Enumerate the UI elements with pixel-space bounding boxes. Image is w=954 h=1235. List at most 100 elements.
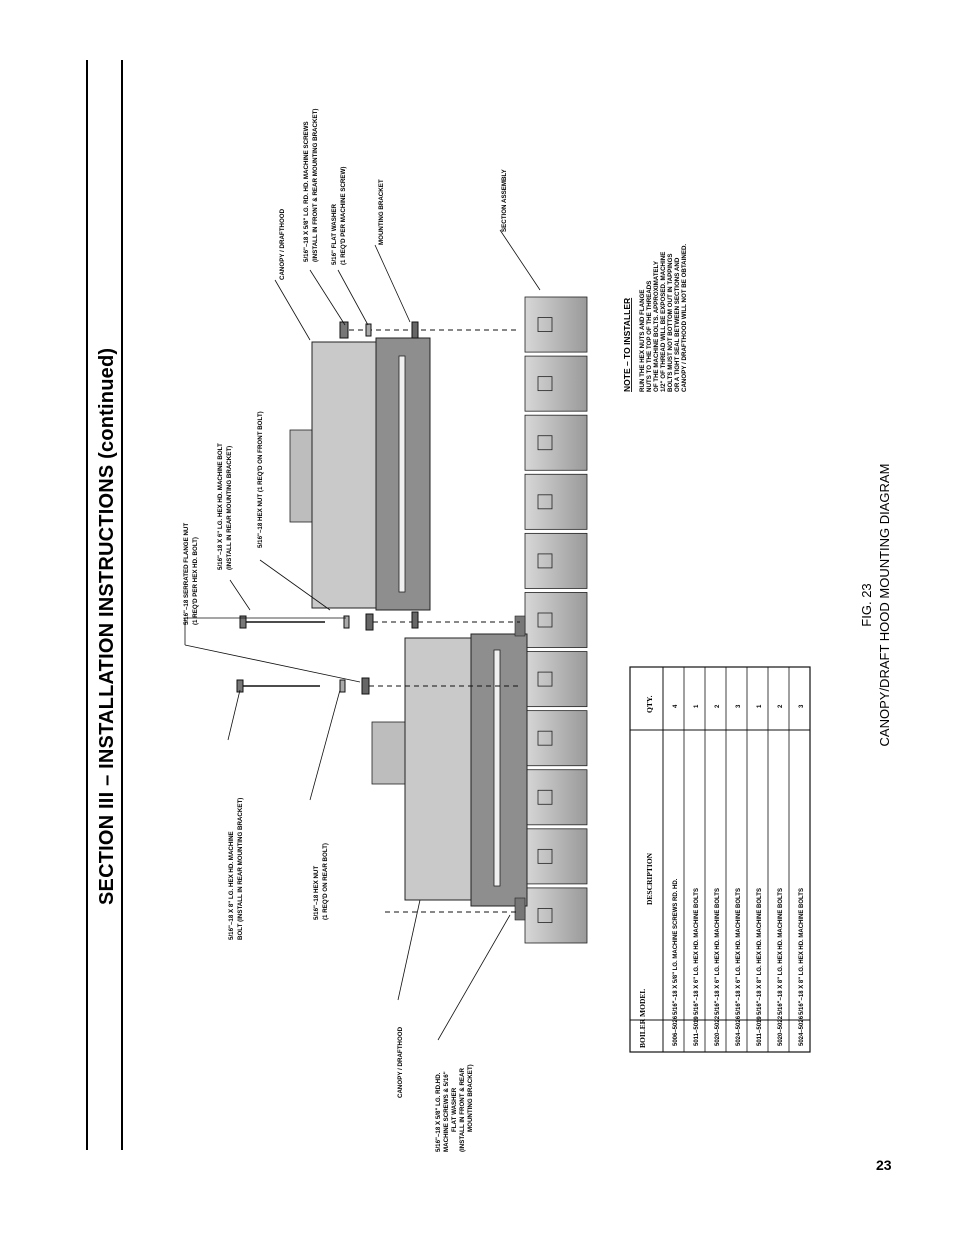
- svg-text:DESCRIPTION: DESCRIPTION: [645, 852, 654, 905]
- table-header-description: DESCRIPTION: [645, 852, 654, 905]
- svg-text:OF THE MACHINE BOLTS. APPROXIM: OF THE MACHINE BOLTS. APPROXIMATELY: [653, 260, 660, 392]
- svg-text:CANOPY / DRAFTHOOD WILL NOT BE: CANOPY / DRAFTHOOD WILL NOT BE OBTAINED.: [681, 244, 688, 392]
- boiler-section: [524, 592, 588, 648]
- svg-text:5/16"–18 HEX NUT (1 REQ'D ON F: 5/16"–18 HEX NUT (1 REQ'D ON FRONT BOLT): [257, 411, 264, 548]
- table-cell-description: 5/16"–18 X 8" LG. HEX HD. MACHINE BOLTS: [757, 888, 763, 1015]
- svg-text:(INSTALL IN REAR MOUNTING BRAC: (INSTALL IN REAR MOUNTING BRACKET): [226, 446, 233, 570]
- boiler-section: [524, 887, 588, 944]
- table-header-boiler-model: BOILER MODEL: [638, 989, 647, 1048]
- svg-text:BOLT (INSTALL IN REAR MOUNTING: BOLT (INSTALL IN REAR MOUNTING BRACKET): [237, 798, 244, 940]
- section-tapping: [537, 671, 553, 687]
- table-cell-description: 5/16"–18 X 6" LG. HEX HD. MACHINE BOLTS: [736, 888, 742, 1015]
- canopy-left: [371, 615, 528, 921]
- svg-text:1/2" OF THREAD WILL BE EXPOSED: 1/2" OF THREAD WILL BE EXPOSED. MACHINE: [660, 252, 667, 392]
- table-cell-description: 5/16"–18 X 6" LG. HEX HD. MACHINE BOLTS: [694, 888, 700, 1015]
- svg-text:FLAT WASHER: FLAT WASHER: [451, 1087, 458, 1132]
- svg-text:MOUNTING BRACKET): MOUNTING BRACKET): [467, 1064, 474, 1132]
- boiler-section: [524, 769, 588, 826]
- svg-text:BOLTS MUST NOT BOTTOM OUT IN T: BOLTS MUST NOT BOTTOM OUT IN TAPPINGS: [667, 253, 674, 392]
- section-tapping: [537, 494, 553, 510]
- section-tapping: [537, 376, 553, 392]
- svg-text:5/16"–18 X 5/8" LG. RD.HD.: 5/16"–18 X 5/8" LG. RD.HD.: [435, 1072, 442, 1152]
- table-cell-qty: 3: [799, 704, 805, 708]
- boiler-section: [524, 355, 588, 412]
- right-margin-rule: [121, 60, 123, 1150]
- callout-canopy-right: CANOPY / DRAFTHOOD: [279, 208, 286, 280]
- svg-text:5/16"–18 HEX NUT: 5/16"–18 HEX NUT: [313, 866, 320, 920]
- section-tapping: [537, 908, 553, 923]
- svg-text:BOILER MODEL: BOILER MODEL: [638, 989, 647, 1048]
- table-cell-description: 5/16"–18 X 8" LG. HEX HD. MACHINE BOLTS: [778, 888, 784, 1015]
- table-cell-model: 5020–5022: [715, 1015, 721, 1046]
- table-cell-qty: 2: [778, 704, 784, 708]
- callout-section-assembly: SECTION ASSEMBLY: [501, 168, 508, 232]
- table-cell-model: 5024–5026: [799, 1015, 805, 1046]
- table-cell-description: 5/16"–18 X 6" LG. HEX HD. MACHINE BOLTS: [715, 888, 721, 1015]
- page-number: 23: [876, 1157, 892, 1173]
- table-cell-model: 5011–5019: [757, 1016, 763, 1046]
- table-cell-qty: 1: [694, 704, 700, 708]
- parts-table: [629, 666, 811, 1053]
- boiler-section: [524, 414, 588, 471]
- callout-leaders: [184, 229, 541, 1041]
- table-cell-qty: 4: [673, 704, 679, 708]
- section-tapping: [537, 789, 553, 805]
- figure-caption: FIG. 23 CANOPY/DRAFT HOOD MOUNTING DIAGR…: [858, 440, 894, 770]
- svg-text:(INSTALL IN FRONT & REAR MOUNT: (INSTALL IN FRONT & REAR MOUNTING BRACKE…: [312, 109, 319, 262]
- table-cell-description: 5/16"–18 X 8" LG. HEX HD. MACHINE BOLTS: [799, 888, 805, 1015]
- section-tapping: [537, 848, 553, 864]
- svg-text:QTY.: QTY.: [645, 695, 654, 713]
- table-header-qty: QTY.: [645, 695, 654, 713]
- figure-title: CANOPY/DRAFT HOOD MOUNTING DIAGRAM: [877, 463, 892, 747]
- svg-text:5/16"–18 X 5/8" LG. RD. HD. MA: 5/16"–18 X 5/8" LG. RD. HD. MACHINE SCRE…: [303, 121, 310, 262]
- callout-hex-nut-front: 5/16"–18 HEX NUT (1 REQ'D ON FRONT BOLT): [257, 411, 264, 548]
- svg-text:(1 REQ'D PER MACHINE SCREW): (1 REQ'D PER MACHINE SCREW): [340, 167, 347, 265]
- table-cell-model: 5020–5022: [778, 1015, 784, 1046]
- boiler-section: [524, 532, 588, 589]
- callout-flat-washer: 5/16" FLAT WASHER (1 REQ'D PER MACHINE S…: [331, 167, 347, 265]
- callout-mounting-bracket: MOUNTING BRACKET: [378, 179, 385, 245]
- table-cell-model: 5011–5019: [694, 1016, 700, 1046]
- svg-text:5/16"–18 SERRATED FLANGE NUT: 5/16"–18 SERRATED FLANGE NUT: [183, 523, 190, 625]
- svg-text:MOUNTING BRACKET: MOUNTING BRACKET: [378, 179, 385, 245]
- section-tapping: [537, 612, 553, 628]
- table-cell-model: 5006–5026: [673, 1015, 679, 1046]
- callout-canopy-left: CANOPY / DRAFTHOOD: [397, 1026, 404, 1098]
- callout-machine-bolt-8: 5/16"–18 X 8" LG. HEX HD. MACHINE BOLT (…: [228, 798, 244, 940]
- svg-text:RUN THE HEX NUTS AND FLANGE: RUN THE HEX NUTS AND FLANGE: [639, 289, 646, 392]
- table-cell-model: 5024–5026: [736, 1015, 742, 1046]
- svg-text:(INSTALL IN FRONT & REAR: (INSTALL IN FRONT & REAR: [459, 1067, 466, 1152]
- boiler-section: [524, 473, 588, 530]
- callout-hex-nut-rear: 5/16"–18 HEX NUT (1 REQ'D ON REAR BOLT): [313, 843, 329, 920]
- callout-machine-screws-left: 5/16"–18 X 5/8" LG. RD.HD. MACHINE SCREW…: [435, 1064, 474, 1152]
- svg-text:CANOPY / DRAFTHOOD: CANOPY / DRAFTHOOD: [397, 1026, 404, 1098]
- section-tapping: [537, 435, 553, 451]
- section-assembly: [524, 296, 588, 944]
- table-cell-qty: 1: [757, 704, 763, 708]
- callout-machine-bolt-6: 5/16"–18 X 6" LG. HEX HD. MACHINE BOLT (…: [217, 443, 233, 570]
- boiler-section: [524, 828, 588, 885]
- svg-text:5/16"–18 X 8" LG. HEX HD. MACH: 5/16"–18 X 8" LG. HEX HD. MACHINE: [228, 831, 235, 940]
- svg-text:SECTION ASSEMBLY: SECTION ASSEMBLY: [501, 168, 508, 232]
- table-cell-qty: 3: [736, 704, 742, 708]
- section-tapping: [537, 730, 553, 746]
- svg-text:5/16" FLAT WASHER: 5/16" FLAT WASHER: [331, 204, 338, 265]
- left-margin-rule: [86, 60, 88, 1150]
- mounting-hardware: [236, 321, 520, 913]
- table-cell-qty: 2: [715, 704, 721, 708]
- callout-machine-screws-right: 5/16"–18 X 5/8" LG. RD. HD. MACHINE SCRE…: [303, 109, 319, 262]
- note-to-installer: NOTE – TO INSTALLER RUN THE HEX NUTS AND…: [622, 244, 688, 392]
- section-tapping: [537, 317, 553, 332]
- boiler-section: [524, 710, 588, 767]
- section-tapping: [537, 553, 553, 569]
- svg-text:(1 REQ'D ON REAR BOLT): (1 REQ'D ON REAR BOLT): [322, 843, 329, 920]
- callout-flange-nut: 5/16"–18 SERRATED FLANGE NUT (1 REQ'D PE…: [183, 523, 199, 625]
- figure-number: FIG. 23: [859, 583, 874, 627]
- svg-text:(1 REQ'D PER HEX HD. BOLT): (1 REQ'D PER HEX HD. BOLT): [192, 537, 199, 625]
- svg-text:NOTE – TO INSTALLER: NOTE – TO INSTALLER: [622, 298, 632, 392]
- svg-text:NUTS TO THE TOP OF THE THREADS: NUTS TO THE TOP OF THE THREADS: [646, 281, 653, 392]
- svg-text:5/16"–18 X 6" LG. HEX HD. MACH: 5/16"–18 X 6" LG. HEX HD. MACHINE BOLT: [217, 443, 224, 570]
- svg-text:MACHINE SCREWS & 5/16": MACHINE SCREWS & 5/16": [443, 1071, 450, 1152]
